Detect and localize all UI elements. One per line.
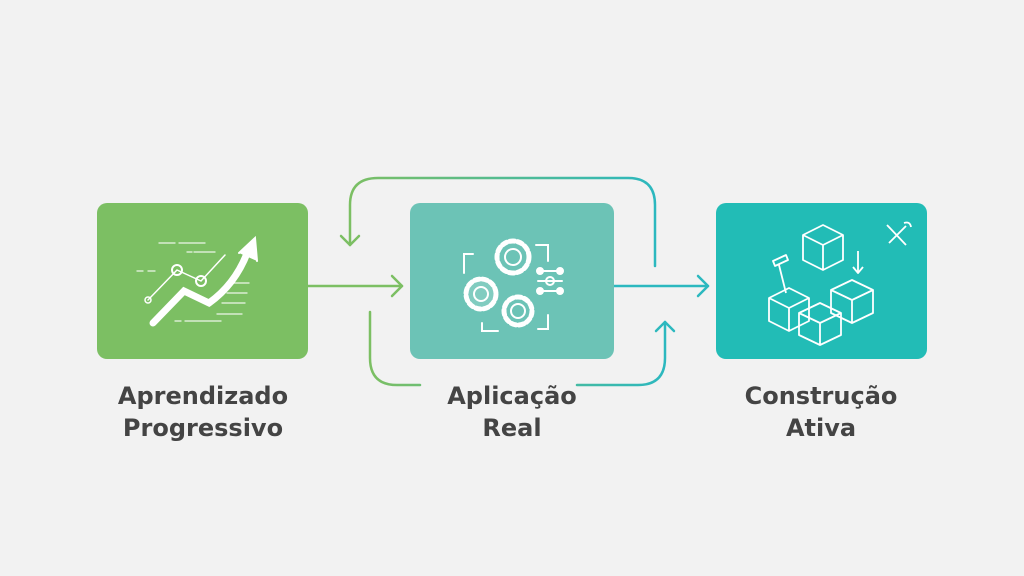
- stage-label-learning: Aprendizado Progressivo: [73, 380, 333, 444]
- arrow-application-to-construction: [612, 274, 710, 298]
- label-line-2: Progressivo: [122, 414, 284, 442]
- label-line-1: Aprendizado: [117, 382, 289, 410]
- feedback-loop-top: [348, 176, 657, 268]
- stage-label-application: Aplicação Real: [382, 380, 642, 444]
- label-line-1: Aplicação: [447, 382, 577, 410]
- stage-box-learning: [97, 203, 308, 359]
- growth-chart-icon: [136, 235, 258, 327]
- arrow-learning-to-application: [306, 274, 404, 298]
- feedback-loop-bottom: [368, 310, 676, 387]
- arrowhead-down: [339, 234, 361, 247]
- label-line-1: Construção: [744, 382, 898, 410]
- label-line-2: Real: [482, 414, 542, 442]
- stage-label-construction: Construção Ativa: [691, 380, 951, 444]
- stage-box-application: [410, 203, 614, 359]
- gears-icon: [463, 238, 564, 332]
- stage-box-construction: [716, 203, 927, 359]
- label-line-2: Ativa: [785, 414, 857, 442]
- building-blocks-icon: [768, 221, 912, 346]
